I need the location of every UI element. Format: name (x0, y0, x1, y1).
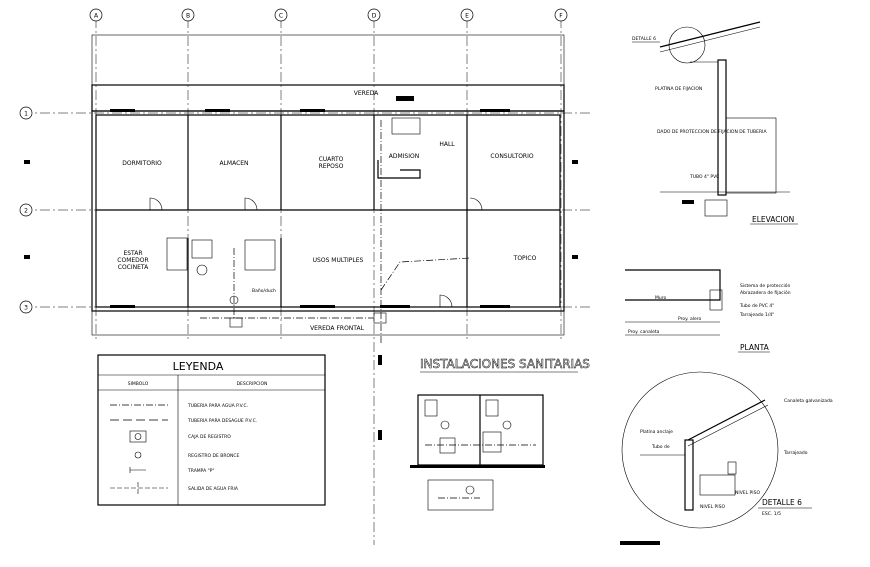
legend-desc-5: TRAMPA "P" (187, 468, 214, 474)
label-vereda: VEREDA (354, 90, 379, 97)
detail-top-note-2: DADO DE PROTECCION DE FIJACION DE TUBERI… (657, 129, 767, 135)
room-cocineta: COCINETA (118, 264, 149, 271)
plant-note-6: Proy. alero (678, 316, 702, 322)
legend-desc-1: TUBERIA PARA AGUA P.V.C. (187, 403, 248, 409)
detail-top-note-3: TUBO 4" PVC (689, 174, 719, 180)
circle-detail: Platina anclaje Tubo de Canaleta galvani… (620, 371, 833, 545)
plant-note-5: Muro (655, 295, 666, 301)
room-estar: ESTAR (123, 250, 142, 257)
plant-note-7: Proy. canaleta (628, 329, 660, 335)
circle-note-1: Platina anclaje (640, 429, 673, 435)
plant-detail: Sistema de protección Abrazadera de fija… (625, 269, 791, 353)
plant-caption: PLANTA (740, 343, 770, 352)
room-hall: HALL (439, 141, 455, 148)
elevation-caption: ELEVACION (752, 215, 794, 224)
trap-icon (129, 467, 146, 473)
plant-note-4: Tarrajeado 1/4" (739, 312, 774, 318)
registry-box-icon (129, 430, 147, 443)
axis-label-3: 3 (24, 305, 28, 312)
room-cuarto: CUARTO (319, 156, 344, 163)
axis-label-a: A (94, 13, 99, 20)
sanitary-title: INSTALACIONES SANITARIAS (420, 357, 590, 371)
room-labels: DORMITORIO ALMACEN CUARTO REPOSO ADMISIO… (117, 90, 536, 332)
legend-desc-6: SALIDA DE AGUA FRIA (188, 486, 239, 492)
legend-desc-2: TUBERIA PARA DESAGUE P.V.C. (187, 418, 257, 424)
plant-note-2: Abrazadera de fijación (740, 289, 791, 296)
legend-col-symbol: SIMBOLO (128, 381, 149, 387)
detail-top-label: DETALLE 6 (632, 36, 656, 42)
room-reposo: REPOSO (319, 163, 344, 170)
circle-note-2: Tubo de (651, 444, 670, 450)
bronze-register-icon (134, 451, 142, 459)
room-comedor: COMEDOR (117, 257, 148, 264)
plant-note-3: Tubo de PVC 4" (739, 303, 774, 309)
elevation-detail: DETALLE 6 PLATINA DE FIJACION DADO DE PR… (632, 21, 798, 225)
label-vereda-frontal: VEREDA FRONTAL (310, 325, 365, 332)
axis-bubbles: A B C D E F 1 2 3 (19, 8, 568, 314)
axis-label-1: 1 (24, 111, 28, 118)
label-bano: Baño/duch (252, 288, 276, 294)
room-topico: TOPICO (513, 255, 537, 262)
circle-note-5: NIVEL PISO (735, 490, 760, 496)
plant-note-1: Sistema de protección (740, 282, 790, 289)
circle-note-4: Tarrajeado (783, 450, 808, 456)
circle-note-6: NIVEL PISO (700, 504, 725, 510)
detail-top-note-1: PLATINA DE FIJACION (655, 86, 702, 92)
circle-note-3: Canaleta galvanizada (784, 398, 833, 404)
circle-scale: ESC. 1/5 (762, 511, 781, 517)
cold-water-outlet-icon (110, 482, 168, 494)
sanitary-detail: INSTALACIONES SANITARIAS (410, 357, 590, 511)
axis-label-c: C (279, 13, 283, 20)
legend-desc-3: CAJA DE REGISTRO (188, 434, 231, 440)
legend-desc-4: REGISTRO DE BRONCE (188, 453, 239, 459)
room-admision: ADMISION (389, 153, 419, 160)
axis-label-d: D (372, 13, 377, 20)
legend-col-desc: DESCRIPCION (237, 381, 268, 387)
room-almacen: ALMACEN (219, 160, 248, 167)
axis-label-f: F (559, 13, 563, 20)
circle-caption: DETALLE 6 (762, 498, 802, 507)
axis-label-e: E (465, 13, 469, 20)
legend-title: LEYENDA (173, 360, 224, 373)
axis-label-b: B (186, 13, 190, 20)
room-usos-multiples: USOS MULTIPLES (313, 257, 364, 264)
floor-plan (24, 34, 578, 440)
room-dormitorio: DORMITORIO (122, 160, 162, 167)
legend-table: LEYENDA SIMBOLO DESCRIPCION TUBERIA PARA… (97, 354, 326, 506)
room-consultorio: CONSULTORIO (490, 153, 533, 160)
axis-label-2: 2 (24, 208, 28, 215)
